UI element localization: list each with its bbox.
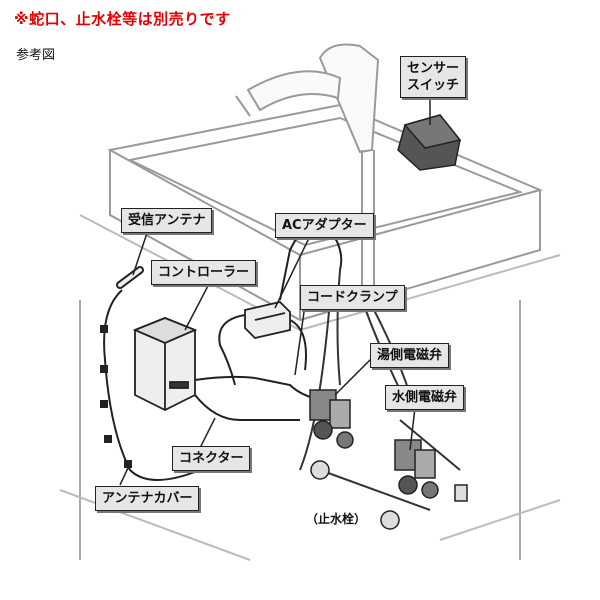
receiver-antenna-label: 受信アンテナ	[121, 208, 213, 233]
hot-valve-label: 湯側電磁弁	[370, 343, 450, 368]
sensor-switch-label: センサー スイッチ	[400, 56, 467, 98]
antenna-cover-label: アンテナカバー	[95, 486, 200, 511]
disclaimer-note: ※蛇口、止水栓等は別売りです	[14, 10, 231, 28]
cold-valve-label: 水側電磁弁	[385, 385, 465, 410]
stop-valve-label: （止水栓）	[306, 512, 367, 526]
ac-adapter-shape	[244, 301, 291, 339]
sensor-switch-label-line2: スイッチ	[407, 78, 460, 93]
connector-label: コネクター	[172, 446, 251, 471]
sensor-switch-label-line1: センサー	[407, 61, 460, 76]
hot-valve-shape	[309, 389, 354, 449]
controller-shape	[132, 317, 198, 412]
sensor-switch-shape	[397, 114, 462, 171]
cold-valve-shape	[394, 439, 439, 499]
cord-clamp-label: コードクランプ	[300, 285, 405, 310]
controller-label: コントローラー	[151, 260, 257, 285]
ac-adapter-label: ACアダプター	[275, 213, 374, 238]
reference-label: 参考図	[16, 48, 56, 63]
